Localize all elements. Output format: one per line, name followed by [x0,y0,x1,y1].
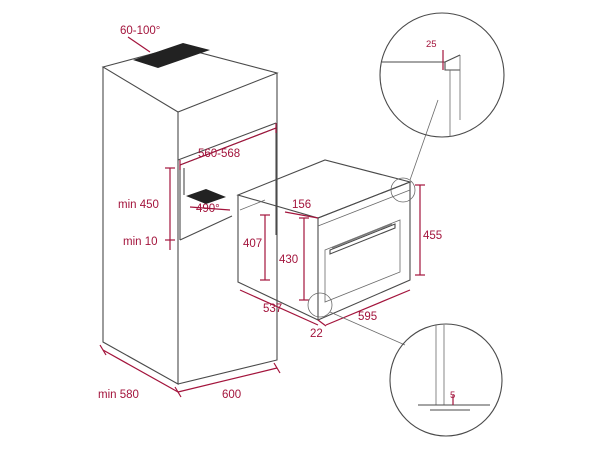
label-oven-width: 595 [358,311,377,323]
label-oven-height-inner: 430 [279,254,298,266]
label-detail-bottom: 5 [450,390,455,401]
label-angle-490: 490° [196,203,220,215]
label-oven-height-front: 407 [243,238,262,250]
niche-vent [186,189,226,204]
label-detail-top: 25 [426,39,437,50]
label-front-offset: 22 [310,328,323,340]
dimension-lines [99,36,425,398]
label-gap-min: min 10 [123,236,158,248]
label-vent-angle: 60-100° [120,25,160,37]
vent-slot [133,43,210,68]
tall-cabinet [101,43,279,385]
oven-body [236,159,412,321]
label-cabinet-depth: min 580 [98,389,139,401]
label-oven-depth: 537 [263,303,282,315]
label-niche-width: 560-568 [198,148,240,160]
oven-handle [329,223,396,255]
detail-top [379,12,505,203]
label-oven-height-total: 455 [423,230,442,242]
label-oven-depth-top: 156 [292,199,311,211]
label-niche-height: min 450 [118,199,159,211]
label-cabinet-width: 600 [222,389,241,401]
detail-bottom [307,292,503,437]
